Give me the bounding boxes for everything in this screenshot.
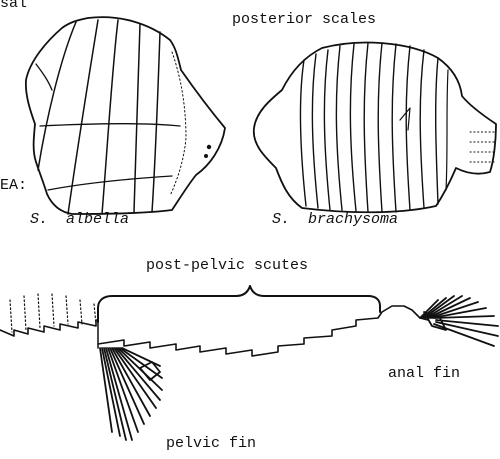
species-label-brachysoma: S. brachysoma <box>272 212 398 227</box>
genus-abbrev: S. <box>272 211 290 228</box>
brachysoma-circulus <box>336 46 342 210</box>
anterior-fragment-label: EA: <box>0 178 27 193</box>
brachysoma-circulus <box>420 50 424 208</box>
species-label-albella: S. albella <box>30 212 129 227</box>
species-epithet: albella <box>66 211 129 228</box>
albella-circulus <box>40 124 180 126</box>
brachysoma-dots <box>470 132 496 162</box>
albella-circulus <box>38 22 76 170</box>
brachysoma-circulus <box>350 44 356 211</box>
fin-ray <box>436 320 498 326</box>
post-pelvic-scute-row <box>98 306 428 356</box>
brachysoma-circulus <box>312 54 318 208</box>
scute-spine <box>66 296 68 324</box>
pelvic-fin-label: pelvic fin <box>166 436 256 451</box>
anal-fin-label: anal fin <box>388 366 460 381</box>
ventral-body-outline <box>0 306 428 356</box>
brachysoma-circulus <box>446 70 448 190</box>
brachysoma-notch <box>400 108 410 130</box>
brachysoma-circulus <box>392 44 396 212</box>
scute-spine <box>38 294 40 328</box>
albella-circulus <box>134 24 140 212</box>
scute-spines <box>10 294 96 332</box>
scute-spine <box>10 300 12 332</box>
brachysoma-circulus <box>436 58 438 204</box>
scute-spine <box>52 294 54 326</box>
brachysoma-scale <box>254 43 496 213</box>
dorsal-fragment-label: sal <box>0 0 27 11</box>
post-pelvic-scutes-label: post-pelvic scutes <box>146 258 308 273</box>
scute-spine <box>80 300 82 324</box>
posterior-scales-label: posterior scales <box>232 12 376 27</box>
brachysoma-scale-outline <box>254 43 496 213</box>
brachysoma-circulus <box>364 43 368 212</box>
albella-scale <box>26 17 225 214</box>
albella-dot <box>207 145 211 149</box>
genus-abbrev: S. <box>30 211 48 228</box>
scute-row <box>0 320 98 336</box>
post-pelvic-brace <box>98 286 380 322</box>
scute-spine <box>24 296 26 330</box>
albella-dot <box>204 154 208 158</box>
anal-fin-rays <box>420 296 498 346</box>
albella-circulus <box>36 64 52 90</box>
pelvic-fin-rays <box>100 348 162 440</box>
scute-spine <box>94 304 96 324</box>
brachysoma-circulus <box>324 50 330 210</box>
albella-circulus <box>102 20 118 214</box>
brachysoma-circulus <box>300 60 306 206</box>
albella-scale-outline <box>26 17 225 214</box>
albella-circulus <box>152 32 160 212</box>
brachysoma-circulus <box>378 43 382 212</box>
species-epithet: brachysoma <box>308 211 398 228</box>
fin-ray <box>434 324 494 346</box>
